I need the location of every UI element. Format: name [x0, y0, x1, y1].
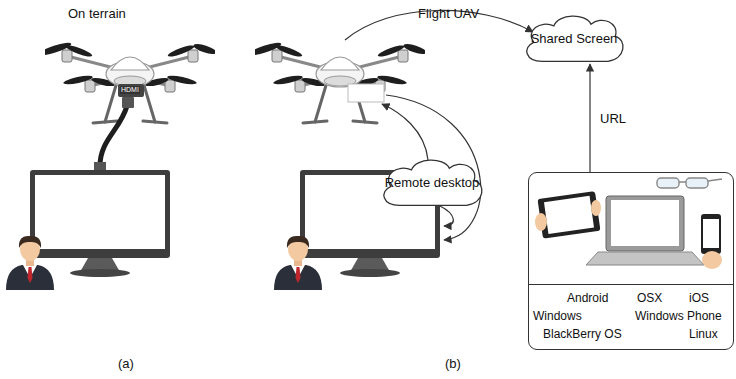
hdmi-port	[118, 84, 144, 97]
devices	[535, 178, 722, 269]
hdmi-plug	[122, 97, 134, 108]
device-box: Android OSX iOS Windows Windows PhoneBlackBe…	[528, 172, 734, 350]
panel-label: (b)	[445, 356, 461, 371]
os-name: Windows	[533, 309, 582, 324]
drone	[248, 40, 428, 123]
control-arrow	[382, 104, 428, 160]
onboard-computer	[348, 84, 384, 102]
os-name: BlackBerry OS	[543, 327, 622, 342]
url-arrow	[589, 64, 590, 172]
box-divider	[529, 284, 733, 285]
port-label: HDMI	[120, 86, 140, 94]
edge-label: URL	[598, 111, 628, 126]
hdmi-plug	[94, 162, 106, 171]
os-name: Windows Phone	[635, 309, 722, 324]
desktop-arrow	[440, 206, 453, 226]
monitor	[30, 170, 170, 277]
cloud-label: Shared Screen	[525, 31, 624, 46]
flow-arrows	[345, 10, 533, 240]
os-name: Android	[567, 291, 608, 306]
person	[274, 236, 322, 290]
person	[6, 236, 54, 290]
os-name: OSX	[637, 291, 662, 306]
os-name: iOS	[689, 291, 709, 306]
panel-label: Flight UAV	[418, 6, 479, 21]
cloud-label: Remote desktop	[379, 175, 486, 190]
hdmi-cable	[100, 106, 127, 166]
os-name: Linux	[689, 327, 718, 342]
panel-label: On terrain	[68, 6, 126, 21]
cloud-node: Remote desktop	[378, 156, 486, 208]
panel-label: (a)	[118, 356, 134, 371]
cloud-node: Shared Screen	[521, 12, 627, 64]
